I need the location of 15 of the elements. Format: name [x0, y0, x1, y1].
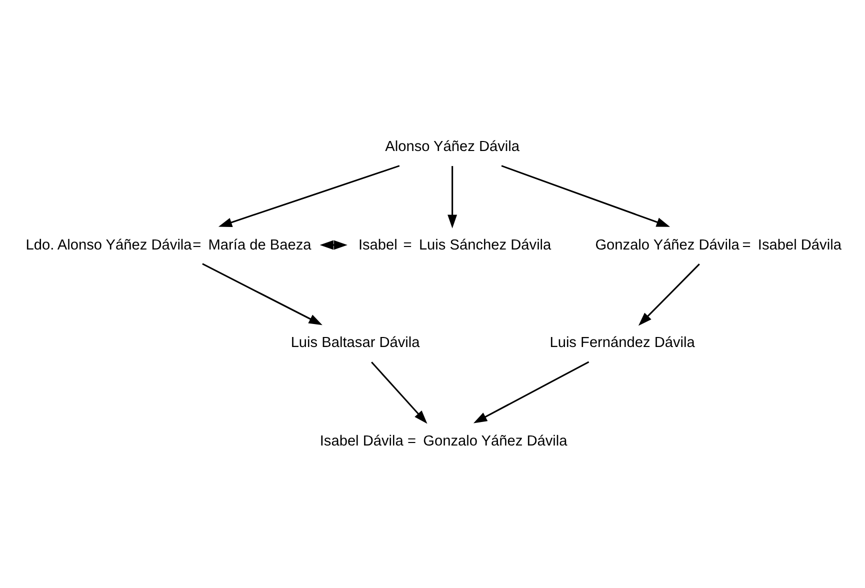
node-text: Ldo. Alonso Yáñez Dávila= María de Baeza: [26, 237, 312, 254]
node-text: Luis Fernández Dávila: [550, 334, 695, 351]
arrow: [320, 240, 348, 250]
arrow: [371, 362, 428, 424]
arrow: [448, 166, 458, 228]
node-text: Gonzalo Yáñez Dávila = Isabel Dávila: [595, 237, 842, 254]
arrow: [638, 264, 700, 326]
arrow: [501, 165, 670, 227]
node-text: Isabel = Luis Sánchez Dávila: [358, 237, 552, 254]
arrow: [218, 165, 400, 227]
node-text: Luis Baltasar Dávila: [290, 334, 420, 351]
node-text: Alonso Yáñez Dávila: [385, 138, 520, 155]
arrow: [202, 263, 322, 326]
arrow: [473, 361, 590, 424]
node-text: Isabel Dávila = Gonzalo Yáñez Dávila: [320, 433, 568, 450]
